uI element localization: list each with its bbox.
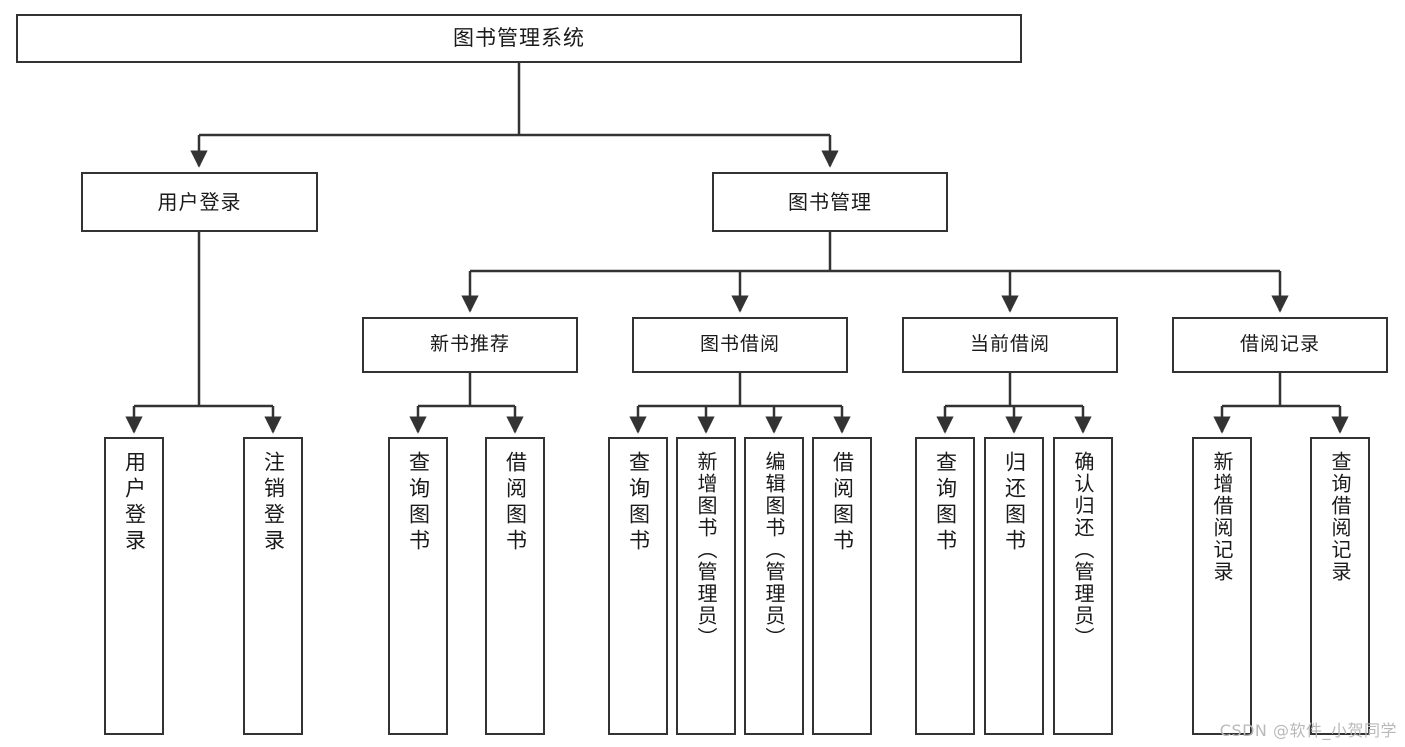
- node-root[interactable]: 图书管理系统: [16, 14, 1022, 63]
- node-leaf-query-book-1-label: 查询图书: [406, 451, 431, 555]
- node-leaf-confirm-return-label: 确认归还（管理员）: [1071, 451, 1095, 649]
- node-user-login[interactable]: 用户登录: [81, 172, 318, 232]
- node-leaf-add-book[interactable]: 新增图书（管理员）: [676, 437, 736, 735]
- watermark: CSDN @软件_小贺同学: [1219, 721, 1397, 740]
- node-borrow-record[interactable]: 借阅记录: [1172, 317, 1388, 373]
- node-leaf-query-book-3[interactable]: 查询图书: [915, 437, 975, 735]
- node-user-login-label: 用户登录: [157, 189, 242, 214]
- node-leaf-query-record-label: 查询借阅记录: [1328, 451, 1352, 583]
- node-root-label: 图书管理系统: [453, 26, 585, 51]
- node-borrow-record-label: 借阅记录: [1239, 333, 1320, 356]
- node-leaf-query-record[interactable]: 查询借阅记录: [1310, 437, 1370, 735]
- node-book-manage[interactable]: 图书管理: [712, 172, 948, 232]
- node-leaf-borrow-book-1[interactable]: 借阅图书: [485, 437, 545, 735]
- node-leaf-edit-book[interactable]: 编辑图书（管理员）: [744, 437, 804, 735]
- node-leaf-user-login[interactable]: 用户登录: [104, 437, 164, 735]
- node-leaf-query-book-2[interactable]: 查询图书: [608, 437, 668, 735]
- node-leaf-query-book-3-label: 查询图书: [933, 451, 958, 555]
- node-leaf-logout[interactable]: 注销登录: [243, 437, 303, 735]
- node-leaf-borrow-book-2[interactable]: 借阅图书: [812, 437, 872, 735]
- node-leaf-query-book-1[interactable]: 查询图书: [388, 437, 448, 735]
- node-leaf-query-book-2-label: 查询图书: [626, 451, 651, 555]
- node-leaf-borrow-book-2-label: 借阅图书: [830, 451, 855, 555]
- node-leaf-user-login-label: 用户登录: [122, 451, 147, 555]
- node-leaf-add-book-label: 新增图书（管理员）: [694, 451, 718, 649]
- node-leaf-return-book[interactable]: 归还图书: [984, 437, 1044, 735]
- node-leaf-add-record[interactable]: 新增借阅记录: [1192, 437, 1252, 735]
- node-new-book-rec-label: 新书推荐: [429, 333, 510, 356]
- node-new-book-rec[interactable]: 新书推荐: [362, 317, 578, 373]
- node-book-manage-label: 图书管理: [788, 189, 872, 214]
- node-leaf-borrow-book-1-label: 借阅图书: [503, 451, 528, 555]
- node-leaf-add-record-label: 新增借阅记录: [1210, 451, 1234, 583]
- node-current-borrow[interactable]: 当前借阅: [902, 317, 1118, 373]
- node-leaf-return-book-label: 归还图书: [1002, 451, 1027, 555]
- node-leaf-confirm-return[interactable]: 确认归还（管理员）: [1053, 437, 1113, 735]
- node-book-borrow[interactable]: 图书借阅: [632, 317, 848, 373]
- node-leaf-edit-book-label: 编辑图书（管理员）: [762, 451, 786, 649]
- node-leaf-logout-label: 注销登录: [261, 451, 286, 555]
- node-current-borrow-label: 当前借阅: [969, 333, 1050, 356]
- node-book-borrow-label: 图书借阅: [699, 333, 780, 356]
